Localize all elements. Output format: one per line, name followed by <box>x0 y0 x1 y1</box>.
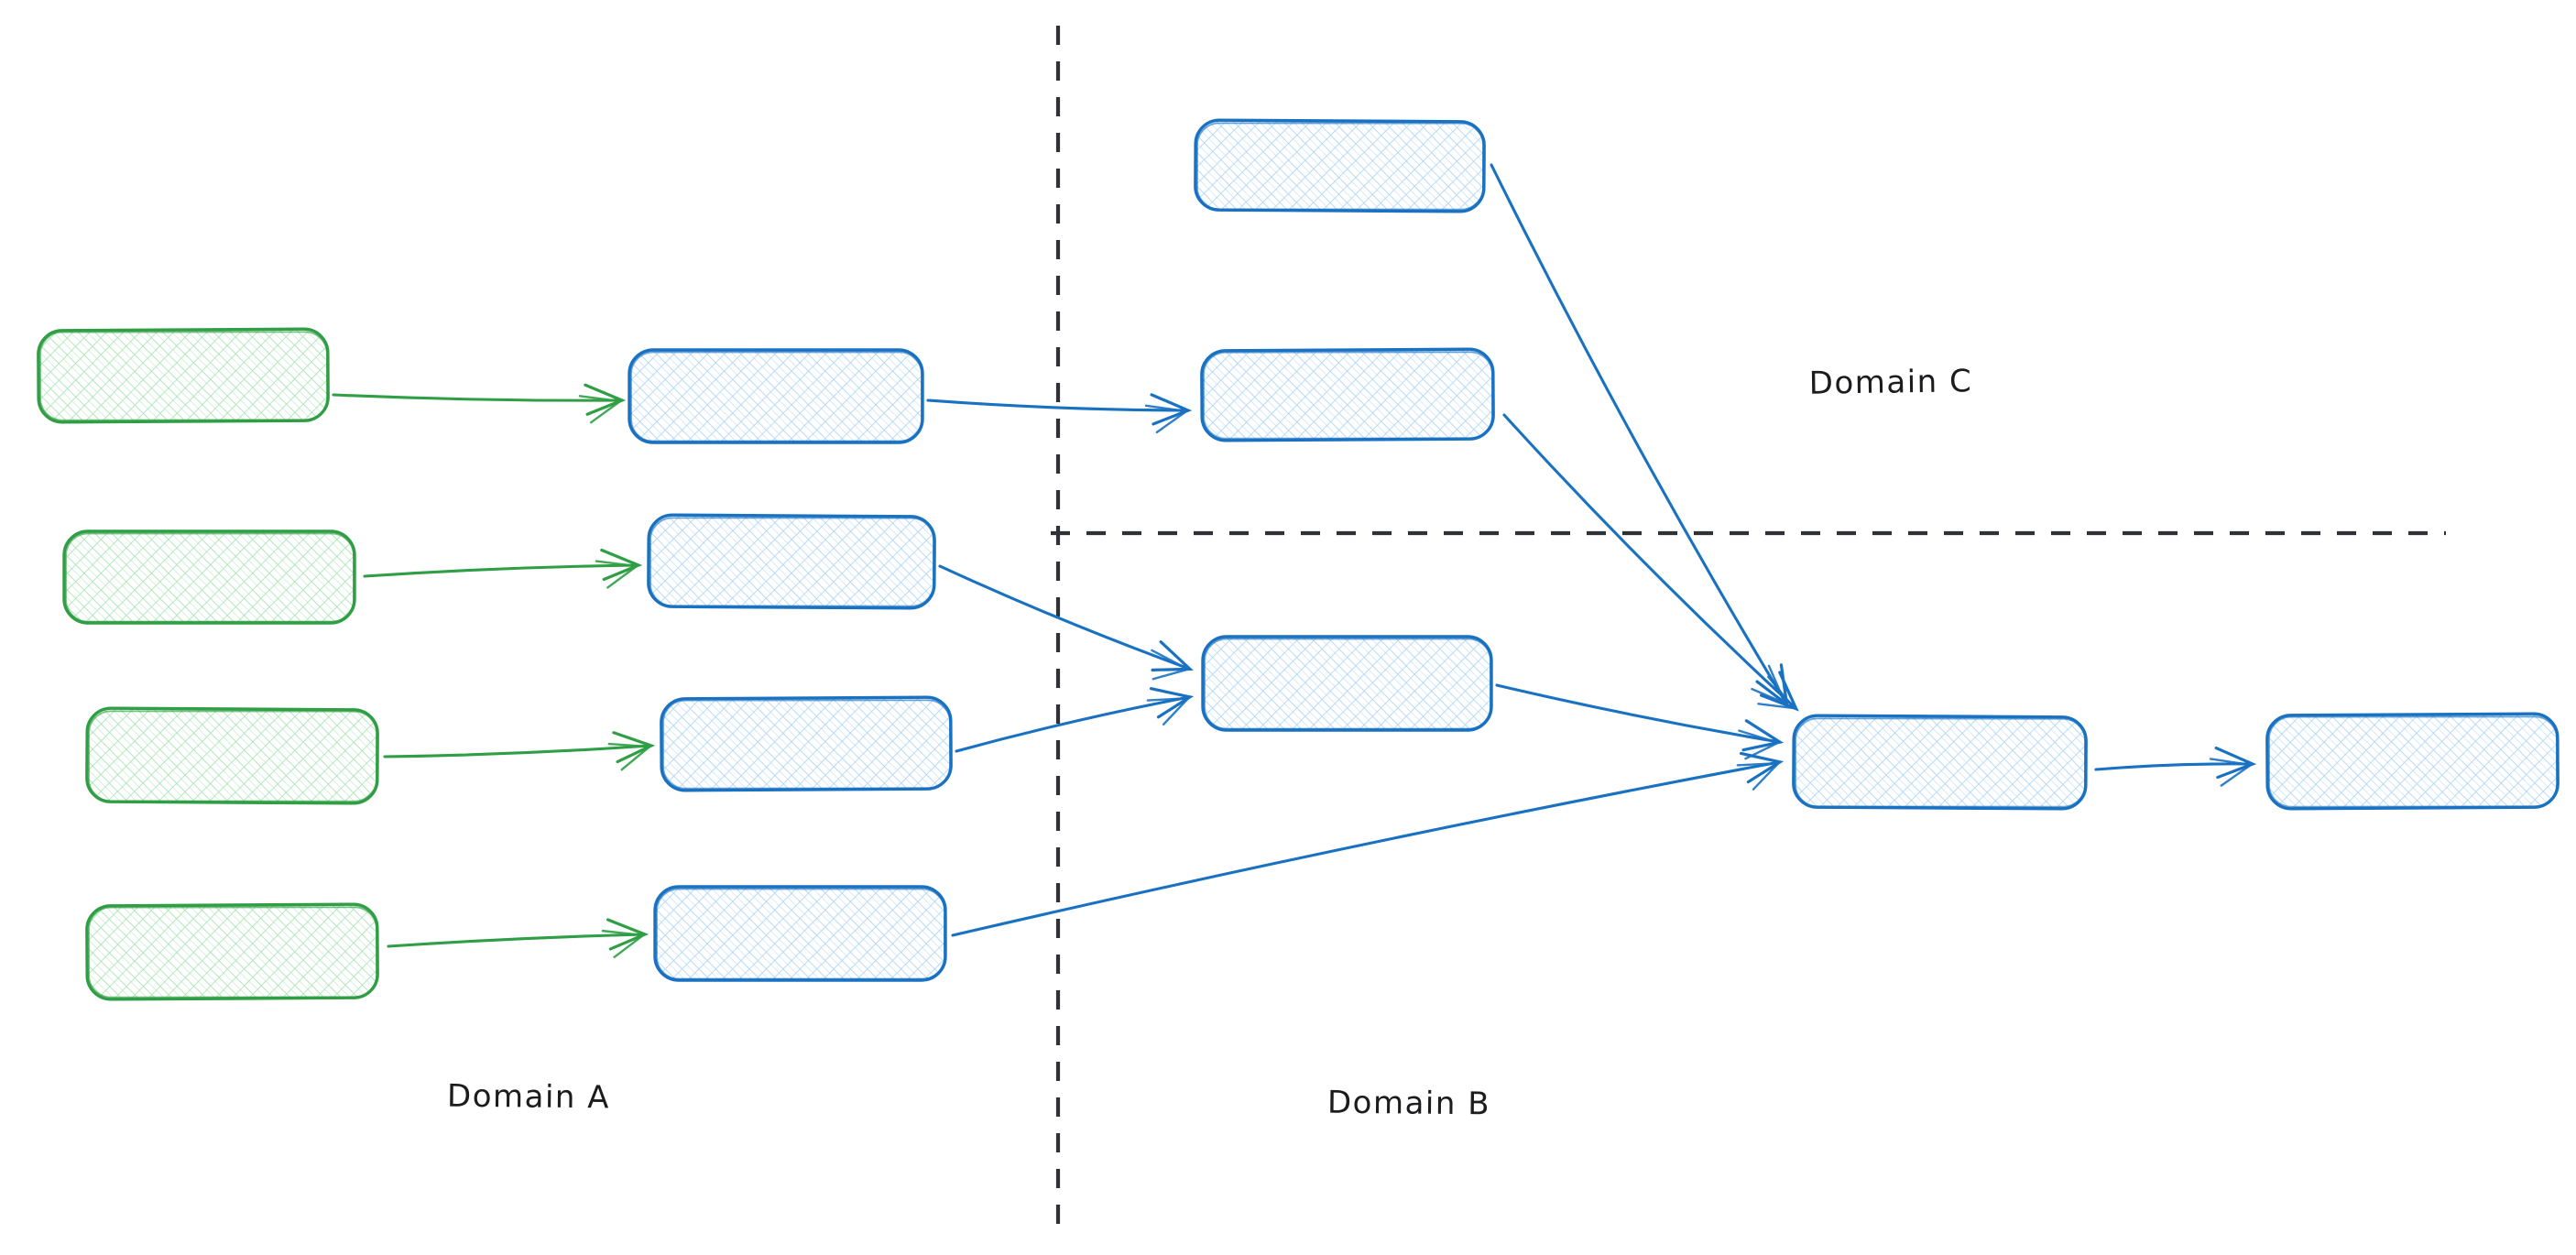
edge-stage3-to-b[interactable] <box>955 687 1195 753</box>
edge-hub-to-final[interactable] <box>2094 746 2257 787</box>
node-b-node[interactable] <box>1201 635 1493 732</box>
edge-cmid-to-hub[interactable] <box>1502 413 1799 712</box>
edge-a4-to-stage4[interactable] <box>387 918 649 959</box>
node-layer <box>37 118 2560 1001</box>
edge-stage2-to-b[interactable] <box>938 564 1194 681</box>
node-hub-node[interactable] <box>1792 714 2088 811</box>
node-a-stage-4[interactable] <box>653 885 947 982</box>
node-a-source-1[interactable] <box>37 327 330 424</box>
edge-ctop-to-hub[interactable] <box>1490 163 1789 708</box>
edge-a3-to-stage3[interactable] <box>383 731 656 771</box>
edge-b-to-hub[interactable] <box>1495 683 1785 760</box>
node-final-node[interactable] <box>2265 712 2560 811</box>
node-c-node-mid[interactable] <box>1200 347 1495 442</box>
node-c-node-top[interactable] <box>1194 118 1486 213</box>
edge-a2-to-stage2[interactable] <box>363 548 643 589</box>
label-domain-a[interactable]: Domain A <box>447 1078 610 1117</box>
node-a-stage-3[interactable] <box>660 695 953 792</box>
node-a-source-3[interactable] <box>85 706 379 805</box>
edge-a1-to-stage1[interactable] <box>332 383 627 424</box>
node-a-stage-1[interactable] <box>628 348 924 444</box>
edge-stage1-to-cmid[interactable] <box>926 393 1193 434</box>
edge-layer <box>332 163 2257 959</box>
label-layer: Domain A Domain B Domain C <box>447 363 1973 1122</box>
node-a-source-4[interactable] <box>85 902 379 1001</box>
label-domain-c[interactable]: Domain C <box>1808 363 1972 401</box>
node-a-source-2[interactable] <box>62 529 356 625</box>
divider-layer <box>1051 26 2446 1235</box>
edge-stage4-to-hub[interactable] <box>951 751 1785 937</box>
node-a-stage-2[interactable] <box>647 513 936 610</box>
label-domain-b[interactable]: Domain B <box>1327 1085 1490 1123</box>
